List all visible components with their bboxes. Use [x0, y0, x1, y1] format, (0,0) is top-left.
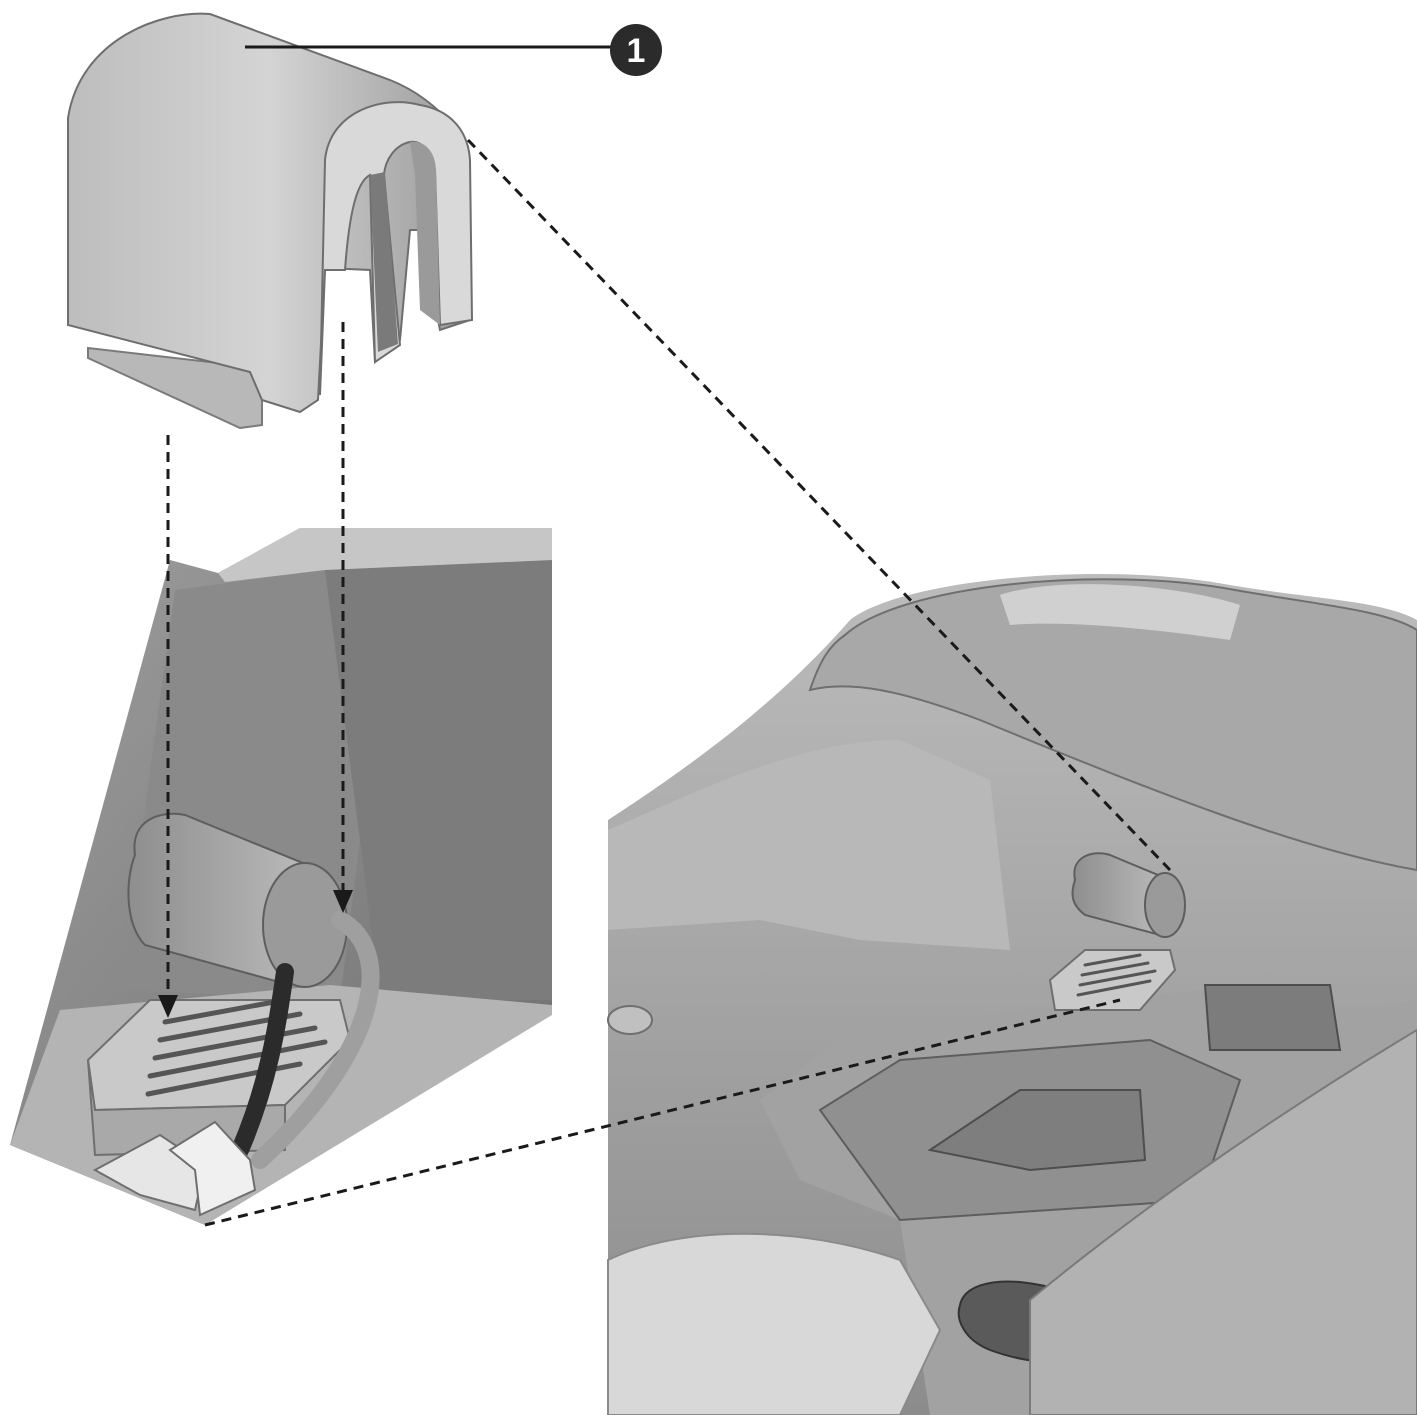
detail-view-inset	[10, 528, 552, 1225]
dashed-guide-lines	[166, 138, 1172, 1227]
cover-cap-part	[67, 12, 474, 430]
black-cable	[231, 963, 294, 1159]
callout-number: 1	[627, 32, 646, 70]
cylinder-component	[127, 812, 348, 988]
grey-cable	[251, 911, 380, 1169]
guide-arrowheads	[158, 890, 353, 1018]
callout-1: 1	[245, 24, 662, 76]
guide-line-bottom	[204, 998, 1121, 1227]
arrowhead-right	[333, 890, 353, 913]
cable-connector	[92, 1120, 257, 1217]
arrowhead-left	[158, 995, 178, 1018]
callout-badge	[610, 24, 662, 76]
vehicle-view	[607, 573, 1417, 1415]
